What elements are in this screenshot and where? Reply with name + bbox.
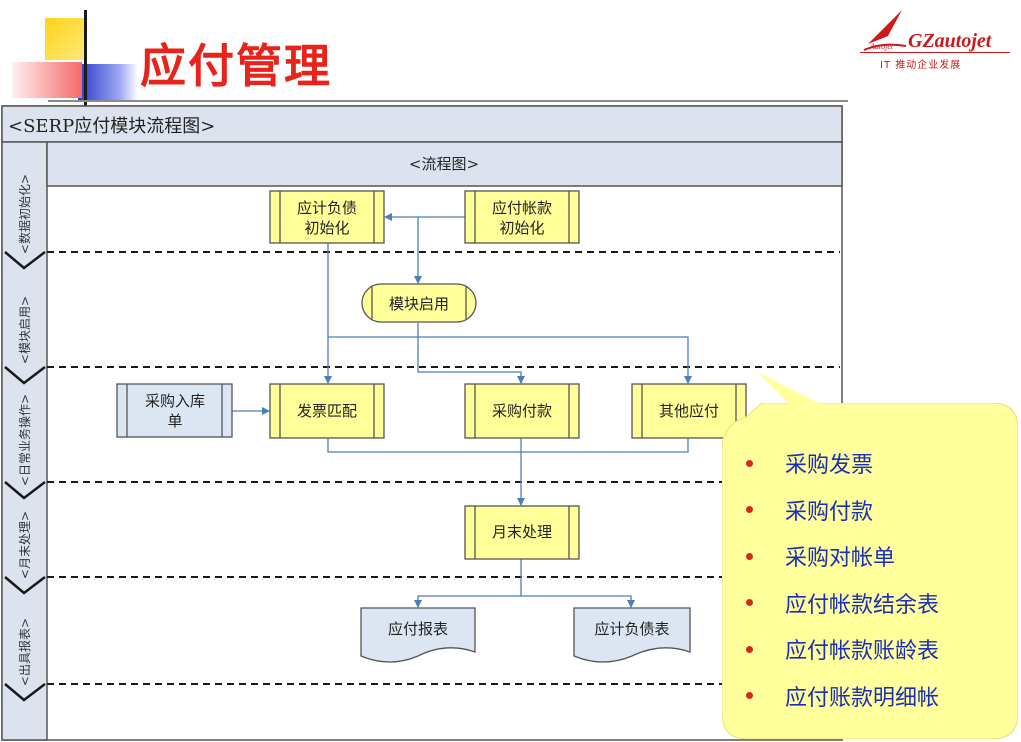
- callout-pointer: [758, 372, 832, 412]
- node-other-payable-label: 其他应付: [659, 402, 719, 420]
- callout-item-text: 应付帐款账龄表: [785, 639, 940, 665]
- diagram-caption: <SERP应付模块流程图>: [8, 116, 215, 137]
- lane-label-data-init: <数据初始化>: [17, 174, 32, 254]
- callout-bubble: [722, 403, 1018, 739]
- callout-item: 采购对帐单: [740, 533, 939, 580]
- node-module-enable-label: 模块启用: [389, 295, 449, 313]
- flow-header-label: <流程图>: [409, 155, 479, 173]
- lane-chevrons: [4, 251, 46, 702]
- node-month-end-label: 月末处理: [492, 523, 552, 541]
- node-ap-account-init: 应付帐款 初始化: [464, 190, 580, 244]
- logo-tagline: IT 推动企业发展: [880, 60, 962, 71]
- node-invoice-match-label: 发票匹配: [297, 402, 357, 420]
- callout-item: 应付帐款账龄表: [740, 626, 939, 673]
- callout-list: 采购发票 采购付款 采购对帐单 应付帐款结余表 应付帐款账龄表 应付账款明细帐: [740, 440, 939, 719]
- connectors: [232, 213, 692, 608]
- callout-item-text: 应付账款明细帐: [785, 685, 940, 711]
- header-decoration-blue: [78, 64, 138, 102]
- header-vertical-line: [84, 10, 87, 106]
- node-ap-account-init-line2: 初始化: [499, 219, 544, 237]
- bullet-icon: [746, 506, 753, 514]
- lane-label-daily-ops: <日常业务操作>: [17, 394, 32, 486]
- callout-item-text: 采购付款: [785, 499, 874, 525]
- node-purchase-payment-label: 采购付款: [492, 402, 552, 420]
- callout-item-text: 应付帐款结余表: [785, 592, 940, 618]
- node-invoice-match: 发票匹配: [269, 383, 385, 439]
- callout-item: 应付帐款结余表: [740, 580, 939, 627]
- diagram-caption-bar: [1, 105, 843, 143]
- lane-label-month-end: <月末处理>: [18, 511, 32, 579]
- lane-dividers: [47, 251, 840, 685]
- lane-label-reports: <出具报表>: [17, 618, 32, 686]
- node-purchase-payment: 采购付款: [464, 383, 580, 439]
- node-purchase-receipt-line1: 采购入库: [145, 392, 205, 410]
- node-ap-liability-init: 应计负债 初始化: [269, 190, 385, 244]
- node-ap-liability-init-line1: 应计负债: [297, 199, 357, 217]
- node-purchase-receipt-line2: 单: [167, 412, 182, 430]
- logo-name: GZautojet: [908, 30, 992, 52]
- node-module-enable: 模块启用: [361, 283, 477, 323]
- node-ap-liability-init-line2: 初始化: [304, 219, 349, 237]
- lane-label-column: [1, 141, 48, 741]
- callout-item-text: 采购发票: [785, 453, 874, 479]
- node-ap-account-init-line1: 应付帐款: [492, 199, 552, 217]
- node-ap-report-label: 应付报表: [388, 620, 448, 638]
- header-decoration-red: [12, 62, 82, 98]
- callout-item: 应付账款明细帐: [740, 673, 939, 720]
- header-decoration-yellow: [45, 18, 85, 60]
- callout-item-text: 采购对帐单: [785, 546, 896, 572]
- node-accrued-liability-report-label: 应计负债表: [594, 620, 669, 638]
- bullet-icon: [746, 599, 753, 607]
- callout-item: 采购付款: [740, 487, 939, 534]
- bullet-icon: [746, 552, 753, 560]
- node-month-end: 月末处理: [464, 505, 580, 560]
- flow-header-bar: [46, 141, 843, 187]
- lane-label-module-enable: <模块启用>: [18, 296, 32, 364]
- node-purchase-receipt: 采购入库 单: [116, 383, 233, 438]
- header-horizontal-line: [48, 100, 848, 102]
- node-other-payable: 其他应付: [631, 383, 747, 439]
- bullet-icon: [746, 692, 753, 700]
- node-ap-report: 应付报表: [360, 607, 476, 663]
- node-accrued-liability-report: 应计负债表: [573, 607, 691, 663]
- bullet-icon: [746, 645, 753, 653]
- callout-item: 采购发票: [740, 440, 939, 487]
- page-title: 应付管理: [140, 39, 332, 93]
- bullet-icon: [746, 459, 753, 467]
- logo-small-text: Autojet: [870, 42, 894, 51]
- logo-swoosh-icon: [863, 10, 907, 51]
- logo-underline: [860, 52, 1010, 53]
